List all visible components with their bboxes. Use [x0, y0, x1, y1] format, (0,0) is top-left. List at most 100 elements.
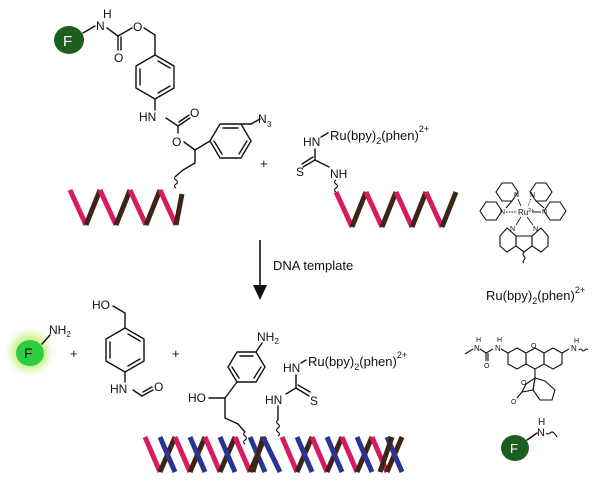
dna-segment [423, 190, 445, 229]
ru-center: Ru2+ [518, 208, 534, 217]
dna-segment [439, 191, 459, 228]
dna-segment [172, 436, 193, 473]
bond [224, 417, 239, 425]
bond [300, 359, 307, 364]
dna-segment [202, 436, 223, 473]
atom-hn-bottom: HN [265, 393, 282, 407]
pyridine-ring [479, 201, 503, 221]
ru-complex-name: Ru(bpy)2(phen)2+ [486, 285, 585, 306]
nh-label: NH [257, 330, 274, 344]
dna-segment [187, 436, 208, 473]
benzene-ring [135, 54, 175, 100]
arrow-label: DNA template [273, 258, 353, 273]
dna-segment [339, 436, 360, 473]
bond [561, 348, 570, 354]
bond [231, 366, 240, 379]
bond [112, 305, 126, 314]
fluorophore-badge [16, 340, 44, 366]
bond [301, 156, 314, 165]
xanthene-ring [543, 347, 563, 370]
fluorophore-badge [54, 26, 84, 54]
atom-hn: HN [303, 135, 320, 149]
nh-sub: 2 [66, 330, 71, 339]
ru-center-charge: 2+ [528, 208, 534, 214]
ru-name-main: Ru(bpy) [486, 288, 532, 303]
coordination-bond [526, 216, 534, 226]
bond [183, 141, 196, 151]
azidophenyl-ring [209, 123, 252, 159]
reactant-2: HN Ru(bpy)2(phen)2+ S NH [296, 124, 429, 193]
bond [250, 118, 261, 125]
ru-label-sub: 2 [354, 362, 359, 372]
plus-sign: + [260, 156, 268, 171]
atom-n: N [533, 226, 538, 233]
dna-segment [294, 436, 315, 473]
atom-o-ester: O [172, 135, 181, 149]
ru-name-phen: (phen) [537, 288, 575, 303]
dna-strand-1 [67, 188, 185, 227]
dna-segment [324, 436, 345, 473]
atom-s: S [310, 394, 318, 408]
reaction-arrow: DNA template [253, 240, 353, 300]
atom-h: H [476, 337, 481, 344]
bond [143, 27, 156, 36]
bond [175, 169, 184, 177]
bond [535, 200, 545, 209]
plus-sign: + [172, 346, 180, 361]
bond [142, 386, 153, 393]
bond [320, 132, 329, 138]
ru-label-main: Ru(bpy) [330, 128, 376, 143]
bond [314, 159, 330, 168]
bond [182, 162, 196, 171]
bond [302, 159, 316, 168]
nh-sub: 2 [274, 337, 279, 346]
fluorophore-legend: F H N [501, 417, 558, 461]
atom-h: H [497, 337, 502, 344]
atom-o-carbonyl: O [114, 51, 123, 65]
fluorophore-label: F [510, 441, 518, 456]
atom-azide-sub: 3 [267, 120, 272, 129]
dna-segment [309, 436, 330, 473]
bond [516, 391, 523, 399]
dna-segment [113, 189, 133, 226]
dna-segment [409, 191, 429, 228]
coordination-bond [527, 198, 532, 207]
nh-label: NH [49, 323, 66, 337]
bond [295, 387, 310, 397]
pyridine-ring [529, 182, 553, 202]
dna-segment [333, 190, 355, 229]
atom-nh2: NH2 [49, 323, 71, 339]
atom-o: O [154, 380, 163, 394]
bond [41, 334, 51, 345]
dna-segment [67, 188, 89, 227]
atom-o-carbonyl-2: O [190, 106, 199, 120]
bond [297, 384, 311, 393]
bond [285, 387, 297, 395]
ru-label-phen: (phen) [359, 354, 397, 369]
dna-segment [232, 436, 253, 473]
plus-sign: + [70, 346, 78, 361]
bond [213, 140, 223, 155]
bond [178, 114, 190, 123]
dna-segment [363, 190, 385, 229]
bond [157, 60, 171, 69]
fluorophore-label: F [24, 345, 33, 361]
dna-segment [393, 190, 415, 229]
xanthene-ring [507, 347, 527, 370]
ru-label: Ru(bpy)2(phen)2+ [308, 350, 407, 372]
dna-segment [250, 436, 266, 473]
dna-segment [279, 436, 300, 473]
bond [500, 348, 509, 354]
fluorophore-badge [501, 435, 529, 461]
wavy-linker [578, 348, 589, 352]
bond [224, 381, 238, 399]
wavy-linker [522, 251, 526, 264]
coordination-bond [517, 198, 522, 207]
benzene-ring [532, 377, 556, 401]
bond [127, 333, 141, 342]
atom-h: H [574, 338, 579, 345]
dna-segment [379, 191, 399, 228]
xanthene-ring [525, 347, 545, 370]
atom-o: O [511, 399, 517, 406]
bond [505, 200, 513, 209]
